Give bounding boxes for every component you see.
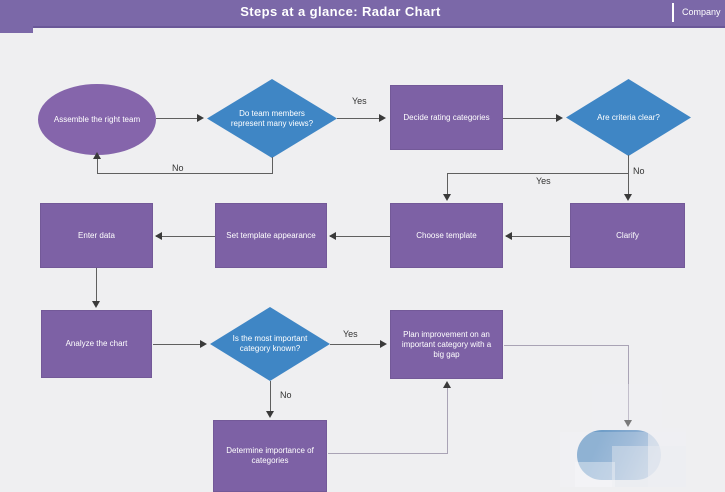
node-decide-rating-categories: Decide rating categories	[390, 85, 503, 150]
decision-important-category-known: Is the most important category known?	[210, 307, 330, 381]
connector-line	[96, 268, 97, 302]
connector-line	[270, 381, 271, 412]
edge-label-no: No	[280, 390, 292, 400]
node-label: Analyze the chart	[65, 339, 128, 348]
node-label: Assemble the right team	[53, 114, 141, 124]
node-label: Enter data	[78, 230, 115, 240]
connector-line	[503, 118, 557, 119]
arrowhead-icon	[200, 340, 207, 348]
arrowhead-icon	[329, 232, 336, 240]
connector-line	[330, 344, 381, 345]
arrowhead-icon	[266, 411, 274, 418]
arrowhead-icon	[443, 194, 451, 201]
node-label: Determine importance of categories	[226, 446, 314, 465]
edge-label-no: No	[172, 163, 184, 173]
header-separator	[672, 3, 674, 22]
watermark-blur	[592, 384, 662, 432]
arrowhead-icon	[380, 340, 387, 348]
connector-line	[447, 173, 629, 174]
node-label: Do team members represent many views?	[230, 108, 314, 128]
node-label: Set template appearance	[226, 230, 316, 240]
node-label: Choose template	[416, 230, 477, 240]
header-underline	[33, 26, 725, 28]
watermark-blur	[648, 428, 686, 487]
title-bar: Steps at a glance: Radar Chart Company	[0, 0, 725, 26]
arrowhead-icon	[624, 420, 632, 427]
connector-line	[504, 345, 629, 346]
node-label: Plan improvement on an important categor…	[401, 329, 492, 359]
arrowhead-icon	[556, 114, 563, 122]
arrowhead-icon	[443, 381, 451, 388]
connector-line	[328, 453, 448, 454]
node-clarify: Clarify	[570, 203, 685, 268]
node-set-template-appearance: Set template appearance	[215, 203, 327, 268]
node-label: Is the most important category known?	[232, 334, 308, 353]
connector-line	[156, 118, 198, 119]
edge-label-yes: Yes	[343, 329, 358, 339]
connector-line	[447, 174, 448, 195]
node-assemble-team: Assemble the right team	[38, 84, 156, 155]
decision-team-views: Do team members represent many views?	[207, 79, 337, 158]
node-plan-improvement: Plan improvement on an important categor…	[390, 310, 503, 379]
edge-label-yes: Yes	[536, 176, 551, 186]
company-label: Company	[682, 7, 721, 17]
page-title: Steps at a glance: Radar Chart	[240, 4, 441, 19]
arrowhead-icon	[624, 194, 632, 201]
node-determine-importance: Determine importance of categories	[213, 420, 327, 492]
arrowhead-icon	[93, 152, 101, 159]
connector-line	[97, 158, 98, 174]
node-enter-data: Enter data	[40, 203, 153, 268]
arrowhead-icon	[505, 232, 512, 240]
connector-line	[153, 344, 201, 345]
decision-criteria-clear: Are criteria clear?	[566, 79, 691, 156]
connector-line	[628, 155, 629, 195]
node-analyze-chart: Analyze the chart	[41, 310, 152, 378]
node-label: Decide rating categories	[403, 112, 490, 122]
node-label: Clarify	[616, 230, 639, 240]
edge-label-no: No	[633, 166, 645, 176]
node-label: Are criteria clear?	[597, 112, 660, 122]
connector-line	[337, 118, 380, 119]
node-choose-template: Choose template	[390, 203, 503, 268]
arrowhead-icon	[92, 301, 100, 308]
edge-label-yes: Yes	[352, 96, 367, 106]
connector-line	[447, 387, 448, 454]
connector-line	[97, 173, 273, 174]
connector-line	[330, 236, 390, 237]
connector-line	[506, 236, 570, 237]
arrowhead-icon	[155, 232, 162, 240]
arrowhead-icon	[197, 114, 204, 122]
watermark-blur	[575, 462, 615, 487]
connector-line	[272, 157, 273, 174]
arrowhead-icon	[379, 114, 386, 122]
connector-line	[628, 345, 629, 421]
connector-line	[156, 236, 215, 237]
